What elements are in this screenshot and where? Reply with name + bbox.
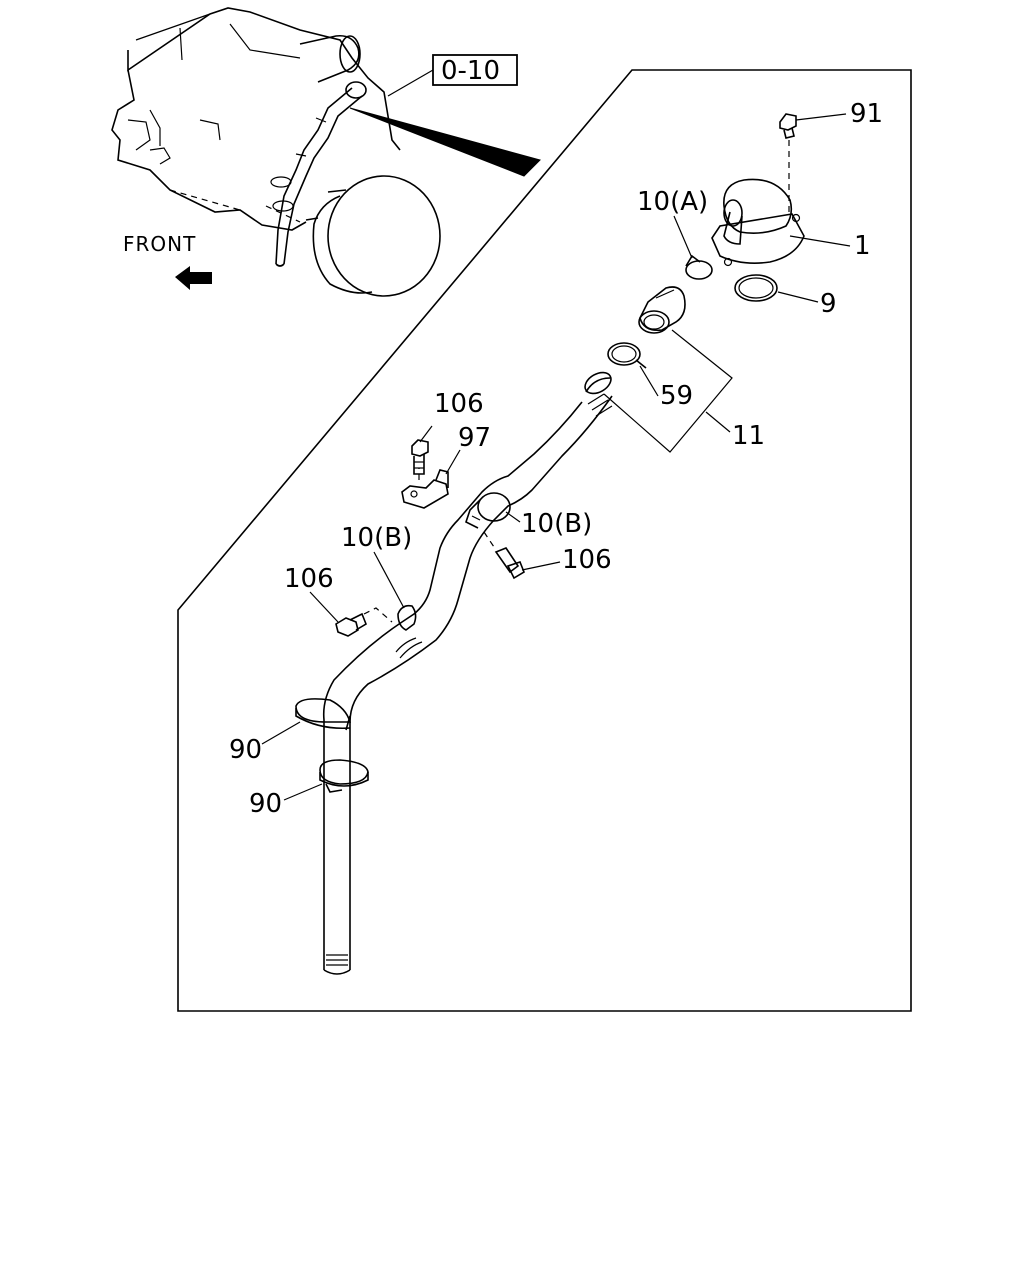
label-part-90-upper: 90 [229,735,262,765]
o-ring [734,274,778,302]
bolt-106-mid [483,531,525,580]
label-part-9: 9 [820,289,837,319]
label-part-10b-left: 10(B) [341,523,412,553]
front-label: FRONT [123,232,196,256]
hose-clamp-10a [685,254,713,280]
label-part-97: 97 [458,423,491,453]
label-part-106-left: 106 [284,564,334,594]
reference-box: 0-10 [387,54,518,97]
label-part-10b-right: 10(B) [521,509,592,539]
band-clamp-90-lower [319,759,369,793]
bolt-106-top [411,439,429,475]
bolt-106-left [335,612,367,637]
label-part-59: 59 [660,381,693,411]
bracket-97 [401,468,449,509]
label-part-106-top: 106 [434,389,484,419]
label-part-1: 1 [854,231,871,261]
thermostat-housing [711,178,805,267]
leader-lines [261,113,851,801]
label-part-10a: 10(A) [637,187,708,217]
label-part-91: 91 [850,99,883,129]
reference-box-label: 0-10 [441,56,500,86]
detail-frame [177,69,912,1012]
engine-overview [111,7,541,297]
clamp-59 [607,342,647,369]
hose-clamp-10b-right [465,492,511,529]
water-pipe [322,371,613,975]
label-part-11: 11 [732,421,765,451]
band-clamp-90-upper [295,698,352,731]
bolt-91 [779,113,797,212]
front-arrow-icon [175,266,212,290]
label-part-106-mid: 106 [562,545,612,575]
label-part-90-lower: 90 [249,789,282,819]
rubber-hose [638,286,686,334]
